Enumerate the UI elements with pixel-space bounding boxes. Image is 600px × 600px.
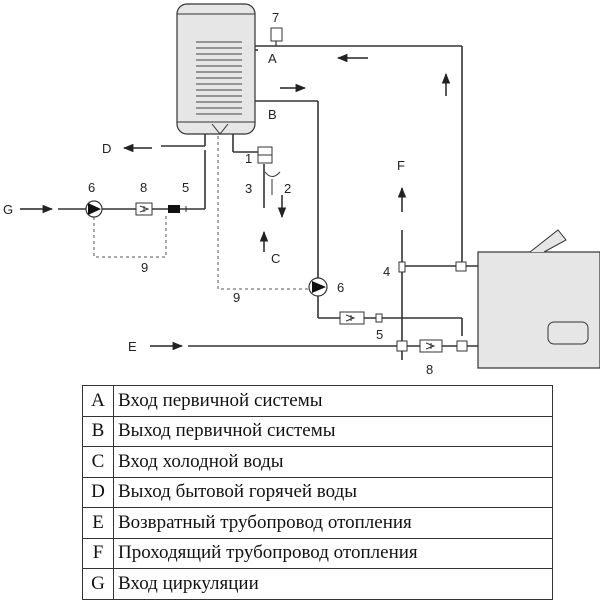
number-7: 7 [272, 10, 279, 25]
legend-row-g: G Вход циркуляции [82, 568, 553, 600]
drain-funnel-icon [264, 171, 281, 195]
legend-text: Вход холодной воды [113, 446, 553, 478]
valve-5-b-icon [375, 313, 383, 323]
control-wire-9-right [217, 136, 308, 290]
legend-key: C [82, 446, 114, 478]
circulation-pump-icon [85, 200, 103, 218]
tee-fitting-e-icon [396, 340, 468, 352]
heat-exchanger-coil-icon [196, 41, 242, 115]
number-3: 3 [245, 181, 252, 196]
legend-key: G [82, 568, 114, 600]
legend-row-c: C Вход холодной воды [82, 446, 553, 478]
number-5-right: 5 [376, 327, 383, 342]
safety-valve-icon [257, 146, 273, 164]
pipe-primary-outlet-b [255, 100, 463, 336]
number-9-left: 9 [141, 260, 148, 275]
pipe-primary-inlet-a [255, 45, 463, 266]
label-a: A [268, 51, 277, 66]
valve-4-icon [398, 261, 406, 273]
label-d: D [102, 141, 111, 156]
number-4: 4 [383, 264, 390, 279]
number-8-left: 8 [140, 180, 147, 195]
air-vent-valve-icon [270, 27, 283, 46]
label-g: G [3, 202, 13, 217]
flow-arrows [20, 53, 451, 351]
pipe-cold-water-inlet-c [232, 134, 265, 208]
legend-text: Возвратный трубопровод отопления [113, 507, 553, 539]
label-e: E [128, 339, 137, 354]
tee-fitting-a-icon [455, 261, 467, 272]
legend-text: Выход бытовой горячей воды [113, 476, 553, 508]
legend-text: Вход циркуляции [113, 568, 553, 600]
legend-text: Вход первичной системы [113, 385, 553, 417]
legend-table: A Вход первичной системы B Выход первичн… [82, 385, 553, 600]
legend-key: D [82, 476, 114, 508]
primary-pump-icon [308, 277, 328, 297]
legend-text: Проходящий трубопровод отопления [113, 537, 553, 569]
boiler [477, 229, 600, 369]
number-1: 1 [245, 151, 252, 166]
number-2: 2 [284, 181, 291, 196]
check-valve-icon [168, 205, 187, 213]
legend-key: B [82, 415, 114, 447]
label-c: C [271, 251, 280, 266]
strainer-filter-e-icon [419, 339, 443, 353]
legend-key: F [82, 537, 114, 569]
number-6-left: 6 [88, 180, 95, 195]
legend-key: A [82, 385, 114, 417]
strainer-filter-icon [135, 202, 153, 216]
pipe-hot-water-outlet-d [161, 134, 206, 147]
hydraulic-scheme: A B C D E F G 7 1 3 2 6 8 5 9 9 6 4 5 8 [3, 3, 600, 377]
number-9-right: 9 [233, 290, 240, 305]
water-heater-tank [176, 3, 256, 135]
number-6-right: 6 [337, 280, 344, 295]
legend-row-f: F Проходящий трубопровод отопления [82, 537, 553, 569]
label-f: F [397, 158, 405, 173]
pipe-circulation-g [58, 150, 206, 210]
legend-row-a: A Вход первичной системы [82, 385, 553, 417]
number-8-right: 8 [426, 362, 433, 377]
legend-row-d: D Выход бытовой горячей воды [82, 476, 553, 508]
legend-key: E [82, 507, 114, 539]
control-wire-9-left [93, 216, 167, 258]
strainer-filter-b-icon [339, 311, 365, 325]
label-b: B [268, 107, 277, 122]
legend-text: Выход первичной системы [113, 415, 553, 447]
legend-row-b: B Выход первичной системы [82, 415, 553, 447]
number-5-left: 5 [182, 180, 189, 195]
legend-row-e: E Возвратный трубопровод отопления [82, 507, 553, 539]
